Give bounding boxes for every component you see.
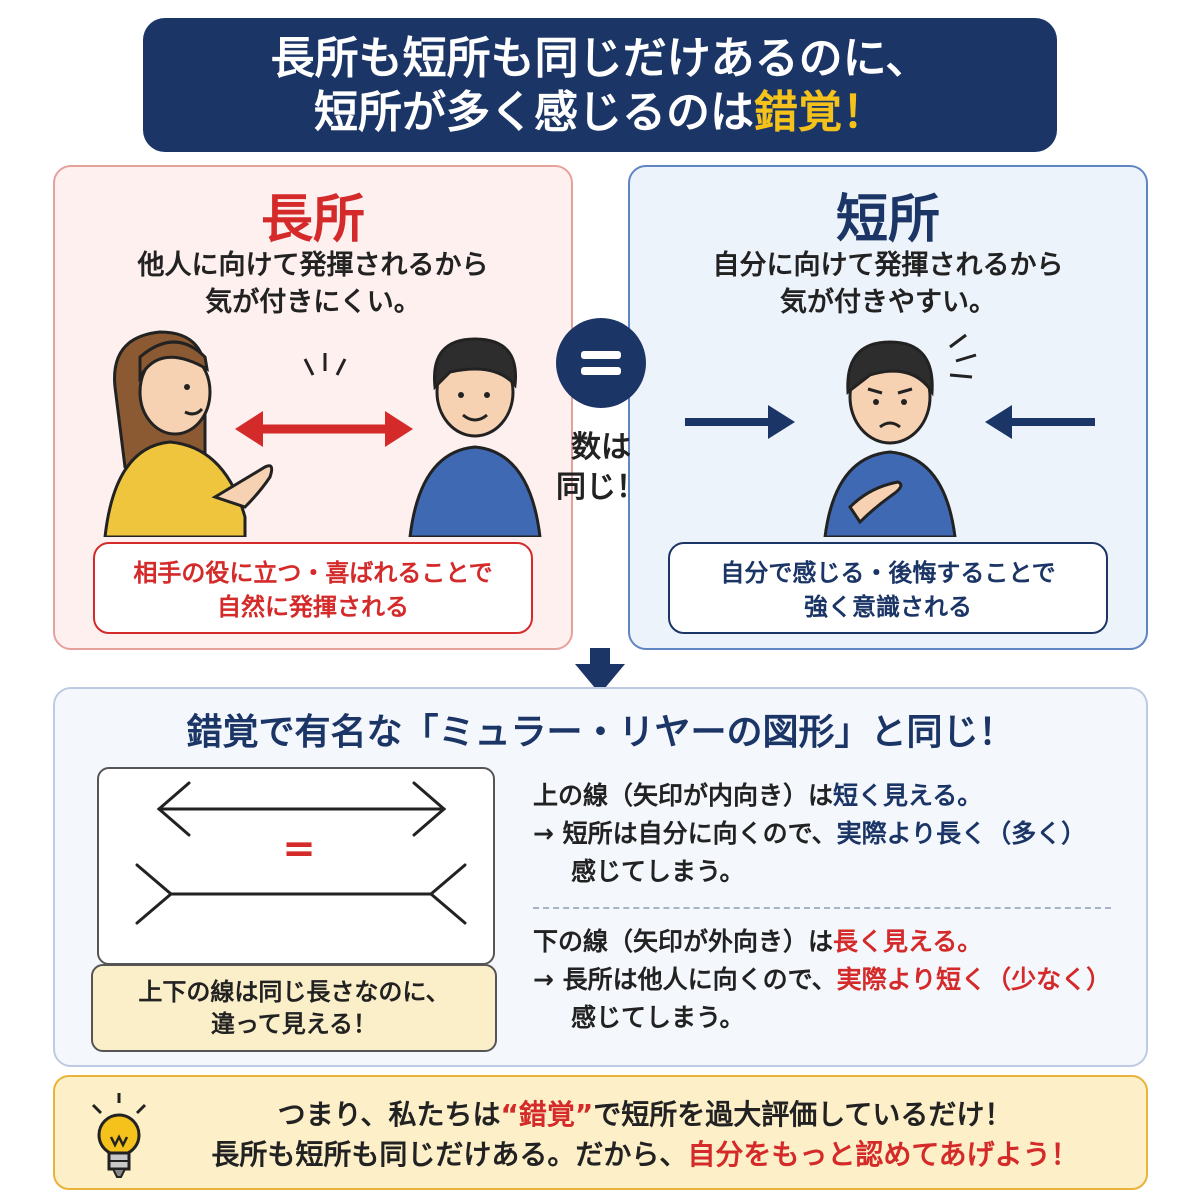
strengths-note-line-1: 相手の役に立つ・喜ばれることで	[133, 559, 493, 587]
strengths-heading: 長所	[260, 190, 365, 250]
outward-arrow-line	[135, 863, 467, 925]
strengths-note: 相手の役に立つ・喜ばれることで 自然に発揮される	[93, 542, 533, 634]
title-highlight: 錯覚	[754, 87, 842, 138]
exchange-arrow-icon	[235, 353, 413, 447]
upper-line-ending: 感じてしまう。	[571, 857, 745, 886]
title-line-2: 短所が多く感じるのは錯覚！	[143, 86, 1057, 140]
muller-lyer-svg	[135, 781, 467, 925]
explanation-divider	[533, 907, 1111, 909]
light-bulb-icon	[91, 1093, 147, 1178]
conclusion-line-2-emphasis: 自分をもっと認めてあげよう！	[687, 1138, 1079, 1171]
weaknesses-heading: 短所	[835, 190, 940, 250]
lower-line-explanation: 下の線（矢印が外向き）は長く見える。 → 長所は他人に向くので、実際より短く（少…	[533, 923, 1111, 1037]
weaknesses-note-line-1: 自分で感じる・後悔することで	[720, 559, 1056, 587]
conclusion-line-1-a: つまり、私たちは	[277, 1098, 501, 1131]
weaknesses-note: 自分で感じる・後悔することで 強く意識される	[668, 542, 1108, 634]
conclusion-box: つまり、私たちは“錯覚”で短所を過大評価しているだけ！ 長所も短所も同じだけある…	[53, 1075, 1148, 1190]
same-count-label: 数は 同じ！	[548, 428, 654, 508]
title-line-1: 長所も短所も同じだけあるのに、	[270, 33, 930, 84]
worried-man-icon	[823, 333, 977, 537]
woman-icon	[103, 330, 274, 537]
inward-arrow-line	[156, 781, 447, 837]
strengths-illustration	[103, 330, 542, 537]
title-line-2-prefix: 短所が多く感じるのは	[314, 87, 754, 138]
lower-line-reason: → 長所は他人に向くので、	[533, 965, 837, 994]
illusion-caption: 上下の線は同じ長さなのに、 違って見える！	[91, 964, 497, 1052]
conclusion-line-2-a: 長所も短所も同じだけある。だから、	[211, 1138, 688, 1171]
weaknesses-panel: 短所 自分に向けて発揮されるから 気が付きやすい。 自分で	[628, 165, 1148, 650]
conclusion-line-1-c: で短所を過大評価しているだけ！	[593, 1098, 1013, 1131]
weaknesses-description: 自分に向けて発揮されるから 気が付きやすい。	[630, 247, 1146, 321]
weaknesses-desc-line-2: 気が付きやすい。	[780, 287, 996, 318]
man-icon	[408, 337, 542, 537]
inward-arrow-right-icon	[985, 405, 1095, 439]
upper-line-text: 上の線（矢印が内向き）は	[533, 781, 834, 810]
same-count-line-1: 数は	[571, 430, 631, 465]
illusion-panel: 錯覚で有名な「ミュラー・リヤーの図形」と同じ！ = 上下の線は同じ長さなのに、 …	[53, 687, 1148, 1067]
conclusion-text: つまり、私たちは“錯覚”で短所を過大評価しているだけ！ 長所も短所も同じだけある…	[155, 1095, 1135, 1175]
strengths-description: 他人に向けて発揮されるから 気が付きにくい。	[55, 247, 571, 321]
strengths-desc-line-1: 他人に向けて発揮されるから	[137, 250, 489, 281]
weaknesses-desc-line-1: 自分に向けて発揮されるから	[712, 250, 1064, 281]
lower-line-ending: 感じてしまう。	[571, 1003, 745, 1032]
illusion-heading: 錯覚で有名な「ミュラー・リヤーの図形」と同じ！	[186, 712, 1015, 753]
same-count-line-2: 同じ！	[556, 470, 646, 505]
upper-line-reason-emphasis: 実際より長く（多く）	[836, 819, 1087, 848]
conclusion-illusion-word: “錯覚”	[500, 1098, 594, 1131]
illusion-caption-line-2: 違って見える！	[210, 1010, 378, 1038]
upper-line-explanation: 上の線（矢印が内向き）は短く見える。 → 短所は自分に向くので、実際より長く（多…	[533, 777, 1086, 891]
illusion-caption-line-1: 上下の線は同じ長さなのに、	[138, 978, 450, 1006]
lower-line-emphasis: 長く見える。	[833, 927, 983, 956]
illusion-equal-sign: =	[282, 826, 316, 872]
down-arrow-icon	[575, 648, 625, 694]
strengths-desc-line-2: 気が付きにくい。	[205, 287, 421, 318]
weaknesses-note-line-2: 強く意識される	[804, 593, 972, 621]
muller-lyer-figure: =	[97, 767, 495, 965]
strengths-note-line-2: 自然に発揮される	[217, 593, 409, 621]
lower-line-text: 下の線（矢印が外向き）は	[533, 927, 834, 956]
weaknesses-illustration	[685, 333, 1095, 537]
title-exclamation: ！	[842, 87, 886, 138]
equal-circle-icon	[556, 318, 646, 408]
lower-line-reason-emphasis: 実際より短く（少なく）	[836, 965, 1112, 994]
strengths-panel: 長所 他人に向けて発揮されるから 気が付きにくい。	[53, 165, 573, 650]
upper-line-reason: → 短所は自分に向くので、	[533, 819, 837, 848]
title-banner: 長所も短所も同じだけあるのに、 短所が多く感じるのは錯覚！	[143, 18, 1057, 152]
inward-arrow-left-icon	[685, 405, 795, 439]
upper-line-emphasis: 短く見える。	[833, 781, 983, 810]
